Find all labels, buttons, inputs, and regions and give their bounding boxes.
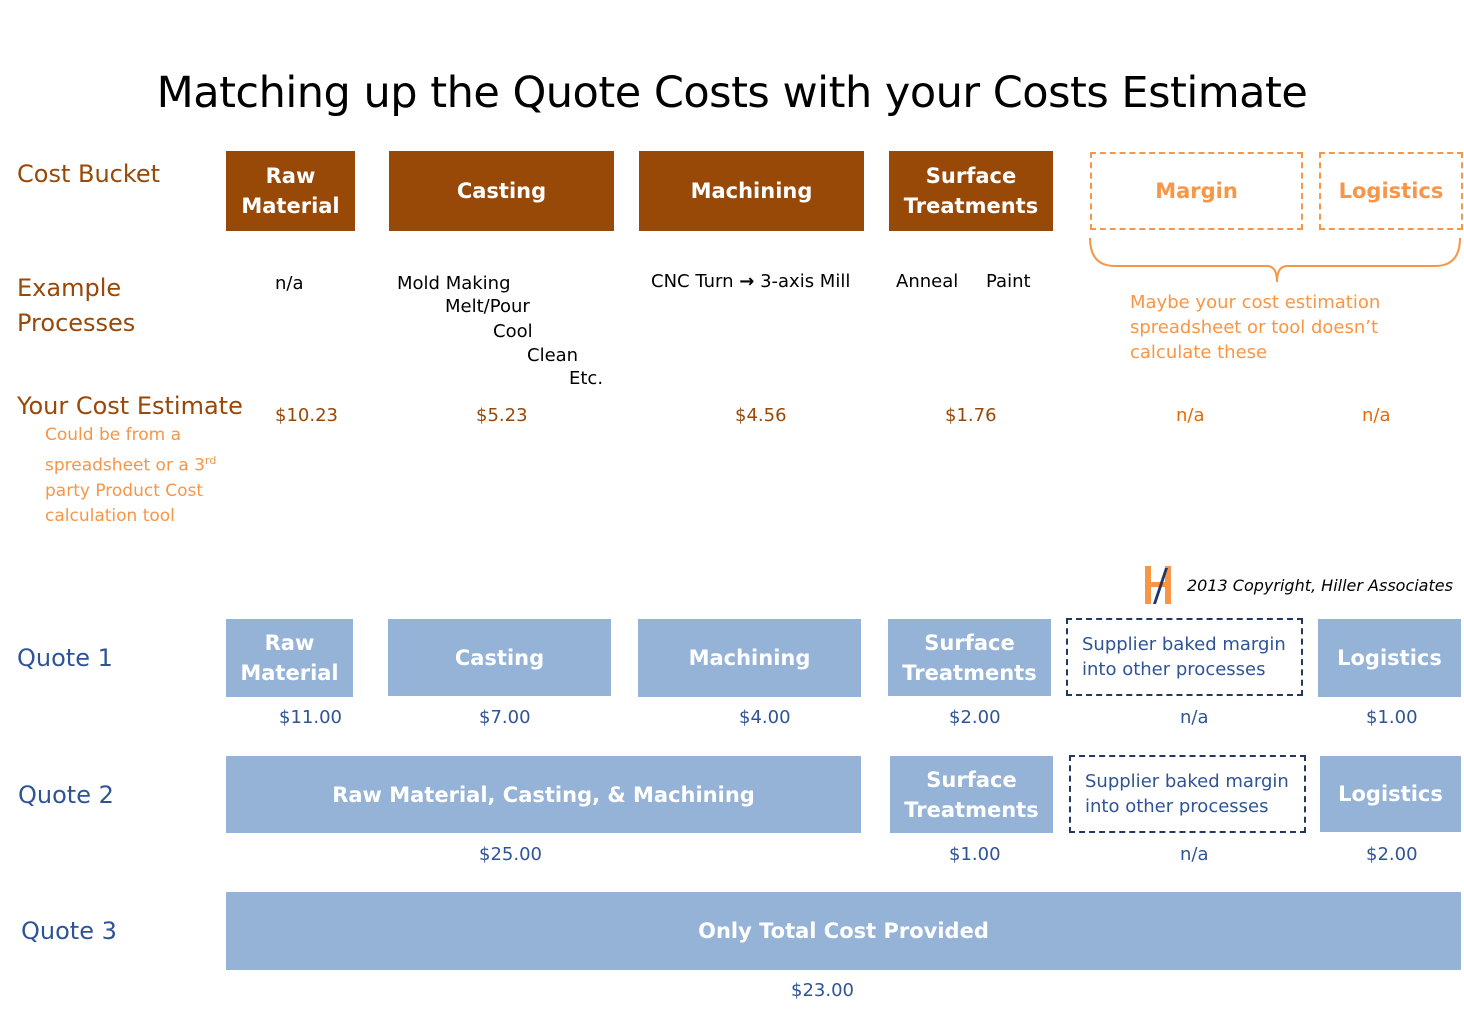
estimate-note: Could be from a spreadsheet or a 3rd par… (45, 423, 216, 529)
bucket-label: Raw (265, 164, 316, 188)
quote1-margin: Supplier baked margin into other processe… (1066, 618, 1303, 696)
process-paint: Paint (986, 271, 1031, 292)
bucket-label: Casting (456, 179, 547, 203)
quote1-value-raw: $11.00 (279, 707, 342, 728)
row-label-quote3: Quote 3 (21, 917, 117, 945)
hiller-logo-icon (1145, 566, 1171, 604)
quote2-value-margin: n/a (1180, 844, 1209, 865)
bucket-logistics: Logistics (1319, 152, 1463, 230)
quote1-margin-line: Supplier baked margin (1082, 634, 1286, 655)
quote1-label: Logistics (1337, 646, 1442, 670)
quote3-total: Only Total Cost Provided (226, 892, 1461, 970)
bucket-label: Logistics (1338, 179, 1444, 203)
estimate-logistics: n/a (1362, 405, 1391, 426)
quote2-label: Raw Material, Casting, & Machining (332, 782, 755, 807)
bracket-note-line: Maybe your cost estimation (1130, 292, 1381, 313)
arrow-right-icon: → (739, 271, 755, 292)
quote1-logistics: Logistics (1318, 619, 1461, 697)
bucket-margin: Margin (1090, 152, 1303, 230)
quote2-value-combined: $25.00 (479, 844, 542, 865)
process-machining-b: 3-axis Mill (760, 271, 851, 292)
bracket-margin-logistics (1089, 237, 1461, 283)
quote1-label: Raw (264, 631, 315, 655)
row-label-example-processes: Example (17, 274, 122, 302)
estimate-note-sup: rd (204, 454, 217, 467)
estimate-casting: $5.23 (476, 405, 528, 426)
estimate-note-text: spreadsheet or a 3 (45, 455, 205, 476)
estimate-margin: n/a (1176, 405, 1205, 426)
bracket-note: Maybe your cost estimation spreadsheet o… (1130, 290, 1380, 365)
process-casting-5: Etc. (569, 368, 604, 389)
process-casting-4: Clean (527, 345, 579, 366)
row-label-your-cost-estimate: Your Cost Estimate (17, 392, 243, 420)
quote1-margin-line: into other processes (1082, 659, 1266, 680)
process-casting-2: Melt/Pour (445, 296, 530, 317)
process-machining-a: CNC Turn (651, 271, 734, 292)
quote1-label: Machining (688, 646, 811, 670)
quote1-label: Surface (924, 630, 1015, 655)
bucket-label: Margin (1155, 179, 1238, 203)
bucket-label: Surface (925, 164, 1017, 188)
bucket-casting: Casting (389, 151, 614, 231)
quote2-value-logistics: $2.00 (1366, 844, 1418, 865)
quote2-label: Surface (926, 767, 1017, 792)
process-machining: CNC Turn → 3-axis Mill (651, 271, 850, 292)
estimate-note-line: Could be from a (45, 425, 181, 445)
bracket-note-line: calculate these (1130, 342, 1268, 363)
bucket-label: Machining (690, 179, 813, 203)
quote2-label: Treatments (904, 797, 1039, 822)
copyright-text: 2013 Copyright, Hiller Associates (1187, 576, 1453, 595)
estimate-note-line: spreadsheet or a 3rd (45, 448, 216, 479)
quote1-label: Treatments (902, 660, 1037, 685)
bracket-note-line: spreadsheet or tool doesn’t (1130, 317, 1379, 338)
quote2-margin-line: into other processes (1085, 796, 1269, 817)
estimate-raw: $10.23 (275, 405, 338, 426)
quote1-value-machining: $4.00 (739, 707, 791, 728)
row-label-quote2: Quote 2 (18, 781, 114, 809)
bucket-machining: Machining (639, 151, 864, 231)
row-label-quote1: Quote 1 (17, 644, 113, 672)
row-label-cost-bucket: Cost Bucket (17, 160, 161, 188)
quote1-casting: Casting (388, 619, 611, 696)
process-anneal: Anneal (896, 271, 959, 292)
quote1-value-logistics: $1.00 (1366, 707, 1418, 728)
quote3-label: Only Total Cost Provided (698, 919, 989, 943)
process-casting-1: Mold Making (397, 273, 511, 294)
row-label-example-processes-2: Processes (17, 309, 136, 337)
quote2-combined: Raw Material, Casting, & Machining (226, 756, 861, 833)
estimate-note-line: calculation tool (45, 505, 175, 526)
quote1-label: Material (240, 661, 339, 685)
quote1-value-casting: $7.00 (479, 707, 531, 728)
quote1-label: Casting (454, 645, 545, 670)
bucket-label: Treatments (903, 194, 1039, 218)
process-casting-3: Cool (493, 321, 533, 342)
quote2-margin-line: Supplier baked margin (1085, 771, 1289, 792)
quote2-margin: Supplier baked margin into other processe… (1069, 755, 1306, 833)
quote1-value-surface: $2.00 (949, 707, 1001, 728)
estimate-surface: $1.76 (945, 405, 997, 426)
page-title: Matching up the Quote Costs with your Co… (156, 68, 1308, 118)
bucket-label: Material (241, 194, 340, 218)
quote1-value-margin: n/a (1180, 707, 1209, 728)
estimate-note-line: party Product Cost (45, 480, 204, 501)
estimate-machining: $4.56 (735, 405, 787, 426)
process-raw: n/a (275, 273, 304, 294)
quote3-value: $23.00 (791, 980, 854, 1001)
quote2-logistics: Logistics (1320, 756, 1461, 832)
quote1-machining: Machining (638, 619, 861, 697)
quote2-label: Logistics (1338, 782, 1443, 806)
quote2-value-surface: $1.00 (949, 844, 1001, 865)
